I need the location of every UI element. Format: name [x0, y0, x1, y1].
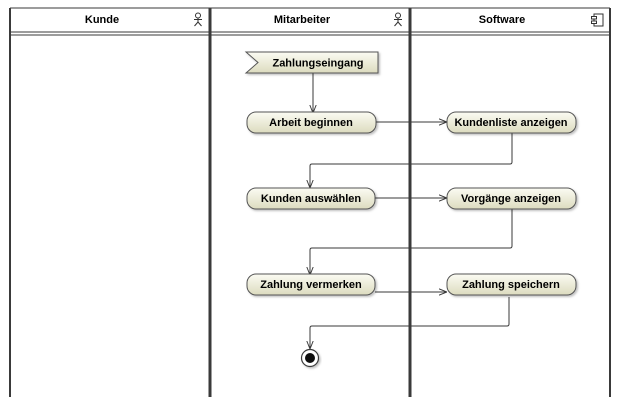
signal-label: Zahlungseingang	[272, 58, 363, 70]
component-icon	[591, 13, 604, 27]
action-label: Zahlung vermerken	[260, 279, 362, 291]
action-label: Kundenliste anzeigen	[454, 117, 567, 129]
actor-icon	[394, 12, 402, 27]
flow-a2-to-a3	[310, 132, 513, 188]
activity-final-node	[300, 348, 320, 368]
lane-label: Software	[479, 14, 525, 26]
signal-receive-zahlungseingang: Zahlungseingang	[244, 51, 379, 74]
actor-icon	[194, 12, 202, 27]
action-arbeit-beginnen: Arbeit beginnen	[246, 111, 377, 134]
flow-a6-to-final	[310, 297, 510, 349]
action-vorgaenge-anzeigen: Vorgänge anzeigen	[446, 187, 577, 210]
swimlane-frame	[9, 7, 611, 397]
action-label: Kunden auswählen	[261, 193, 362, 205]
lane-header-software: Software	[479, 13, 604, 27]
flow-connectors	[310, 73, 513, 349]
action-label: Arbeit beginnen	[269, 117, 353, 129]
lane-label: Kunde	[85, 14, 119, 26]
action-zahlung-vermerken: Zahlung vermerken	[246, 273, 376, 296]
lane-header-kunde: Kunde	[85, 12, 202, 27]
action-label: Zahlung speichern	[462, 279, 560, 291]
lane-label: Mitarbeiter	[274, 14, 331, 26]
flow-a4-to-a5	[310, 208, 513, 275]
action-kundenliste-anzeigen: Kundenliste anzeigen	[446, 111, 577, 134]
action-zahlung-speichern: Zahlung speichern	[446, 273, 577, 296]
action-kunden-auswaehlen: Kunden auswählen	[246, 187, 376, 210]
action-label: Vorgänge anzeigen	[461, 193, 561, 205]
lane-header-mitarbeiter: Mitarbeiter	[274, 12, 402, 27]
